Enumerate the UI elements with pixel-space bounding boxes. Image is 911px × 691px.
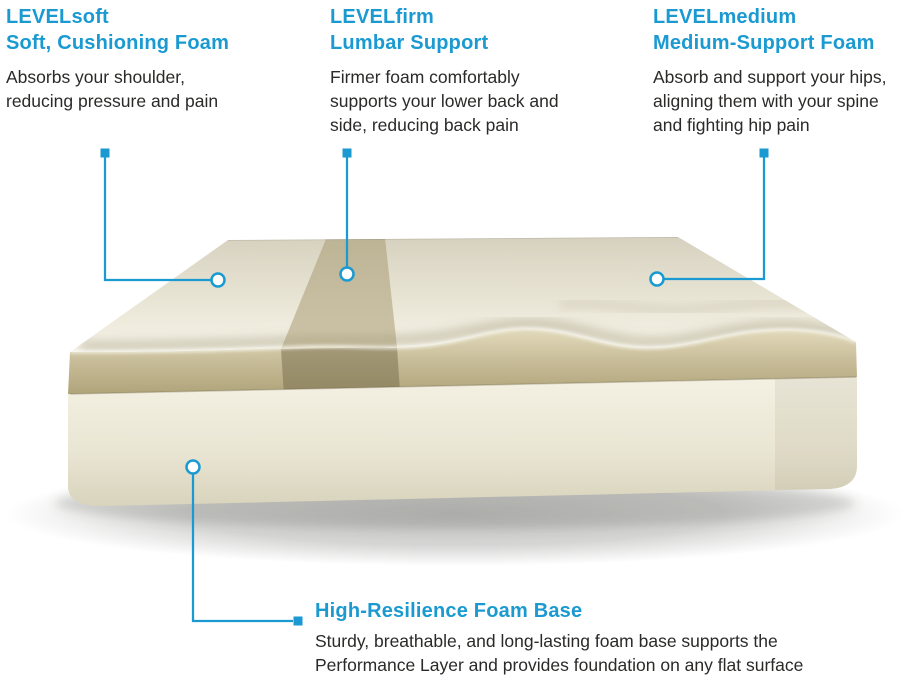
callout-base-anchor-dot [185, 459, 201, 475]
callout-firm-anchor-dot [339, 266, 355, 282]
callout-line-medium [649, 148, 769, 287]
callout-soft-description: Absorbs your shoulder, reducing pressure… [6, 67, 219, 111]
callout-soft: LEVELsoft Soft, Cushioning Foam Absorbs … [6, 4, 296, 113]
callout-base-end-square [293, 616, 303, 626]
mattress-base-right-shading [775, 376, 857, 490]
callout-base-description: Sturdy, breathable, and long-lasting foa… [315, 631, 804, 675]
callout-medium-anchor-dot [649, 271, 665, 287]
callout-medium-brand: LEVELmedium [653, 6, 797, 28]
callout-base-title: High-Resilience Foam Base [315, 600, 583, 622]
callout-medium: LEVELmedium Medium-Support Foam Absorb a… [653, 4, 911, 137]
callout-firm-brand: LEVELfirm [330, 6, 435, 28]
lumbar-zone-front [281, 347, 400, 394]
callout-firm-end-square [342, 148, 352, 158]
callout-medium-end-square [759, 148, 769, 158]
callout-soft-end-square [100, 148, 110, 158]
callout-firm-title: Lumbar Support [330, 32, 489, 54]
callout-firm-description: Firmer foam comfortably supports your lo… [330, 67, 559, 135]
callout-line-soft [100, 148, 226, 288]
callout-line-base [185, 459, 303, 626]
top-surface-wave-shading [79, 237, 856, 351]
callout-soft-brand: LEVELsoft [6, 6, 109, 28]
callout-medium-title: Medium-Support Foam [653, 32, 875, 54]
layer-seam [69, 376, 857, 395]
callout-soft-title: Soft, Cushioning Foam [6, 32, 230, 54]
callout-soft-anchor-dot [210, 272, 226, 288]
callout-medium-description: Absorb and support your hips, aligning t… [653, 67, 887, 135]
front-edge-highlight [69, 327, 857, 354]
callout-firm: LEVELfirm Lumbar Support Firmer foam com… [330, 4, 610, 137]
callout-base: High-Resilience Foam Base Sturdy, breath… [315, 598, 905, 677]
lumbar-zone-top [281, 238, 397, 349]
mattress-base-layer [68, 376, 857, 507]
callout-line-firm [339, 148, 355, 282]
